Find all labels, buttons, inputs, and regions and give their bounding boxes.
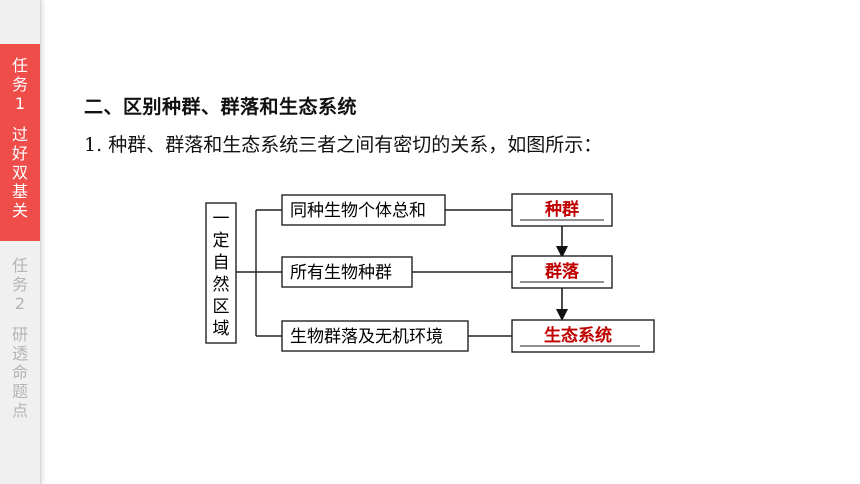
tab-1-char: 任 [11,56,28,75]
answer-box [511,255,613,289]
answer-text: 种群 [544,199,579,220]
region-label-char: 一 [213,209,230,229]
answer-box [511,319,655,353]
tab-2-char: 任 [11,256,28,275]
description-text: 生物群落及无机环境 [290,327,443,347]
tab-2-title-char: 命 [11,363,28,382]
tab-2-title-char: 透 [11,344,28,363]
region-label-char: 定 [213,231,230,251]
sidebar: 任 务 1 过 好 双 基 关 任 务 2 研 透 命 题 点 [0,0,41,484]
answer-box [511,193,613,227]
tab-2-char: 务 [11,275,28,294]
region-label-char: 然 [213,275,230,295]
tab-2-title-char: 点 [11,401,28,420]
tab-task-2[interactable]: 任 务 2 研 透 命 题 点 [0,256,40,420]
slide-content: 二、区别种群、群落和生态系统 1. 种群、群落和生态系统三者之间有密切的关系，如… [40,0,860,484]
tab-task-1[interactable]: 任 务 1 过 好 双 基 关 [0,44,40,241]
tab-1-title-char: 好 [11,144,28,163]
intro-text: 种群、群落和生态系统三者之间有密切的关系，如图所示： [108,134,603,156]
description-box [281,320,469,352]
region-label-char: 域 [213,319,230,339]
tab-1-title-char: 双 [11,163,28,182]
description-text: 所有生物种群 [290,263,392,283]
answer-text: 群落 [545,261,580,282]
section-heading: 二、区别种群、群落和生态系统 [84,96,358,118]
tab-2-title-char: 研 [11,325,28,344]
region-label-char: 自 [213,253,230,273]
tab-2-char: 2 [14,294,26,313]
tab-1-title-char: 过 [11,125,28,144]
region-box [205,202,237,344]
tab-1-char: 务 [11,75,28,94]
tab-1-title-char: 关 [11,201,28,220]
intro-paragraph: 1. 种群、群落和生态系统三者之间有密切的关系，如图所示： [84,130,602,157]
tab-1-char: 1 [14,94,26,113]
tab-1-title-char: 基 [11,182,28,201]
answer-text: 生态系统 [544,325,612,346]
description-box [281,256,413,288]
region-label-char: 区 [213,297,230,317]
description-box [281,194,446,226]
description-text: 同种生物个体总和 [290,201,426,221]
intro-number: 1. [84,134,103,156]
tab-2-title-char: 题 [11,382,28,401]
